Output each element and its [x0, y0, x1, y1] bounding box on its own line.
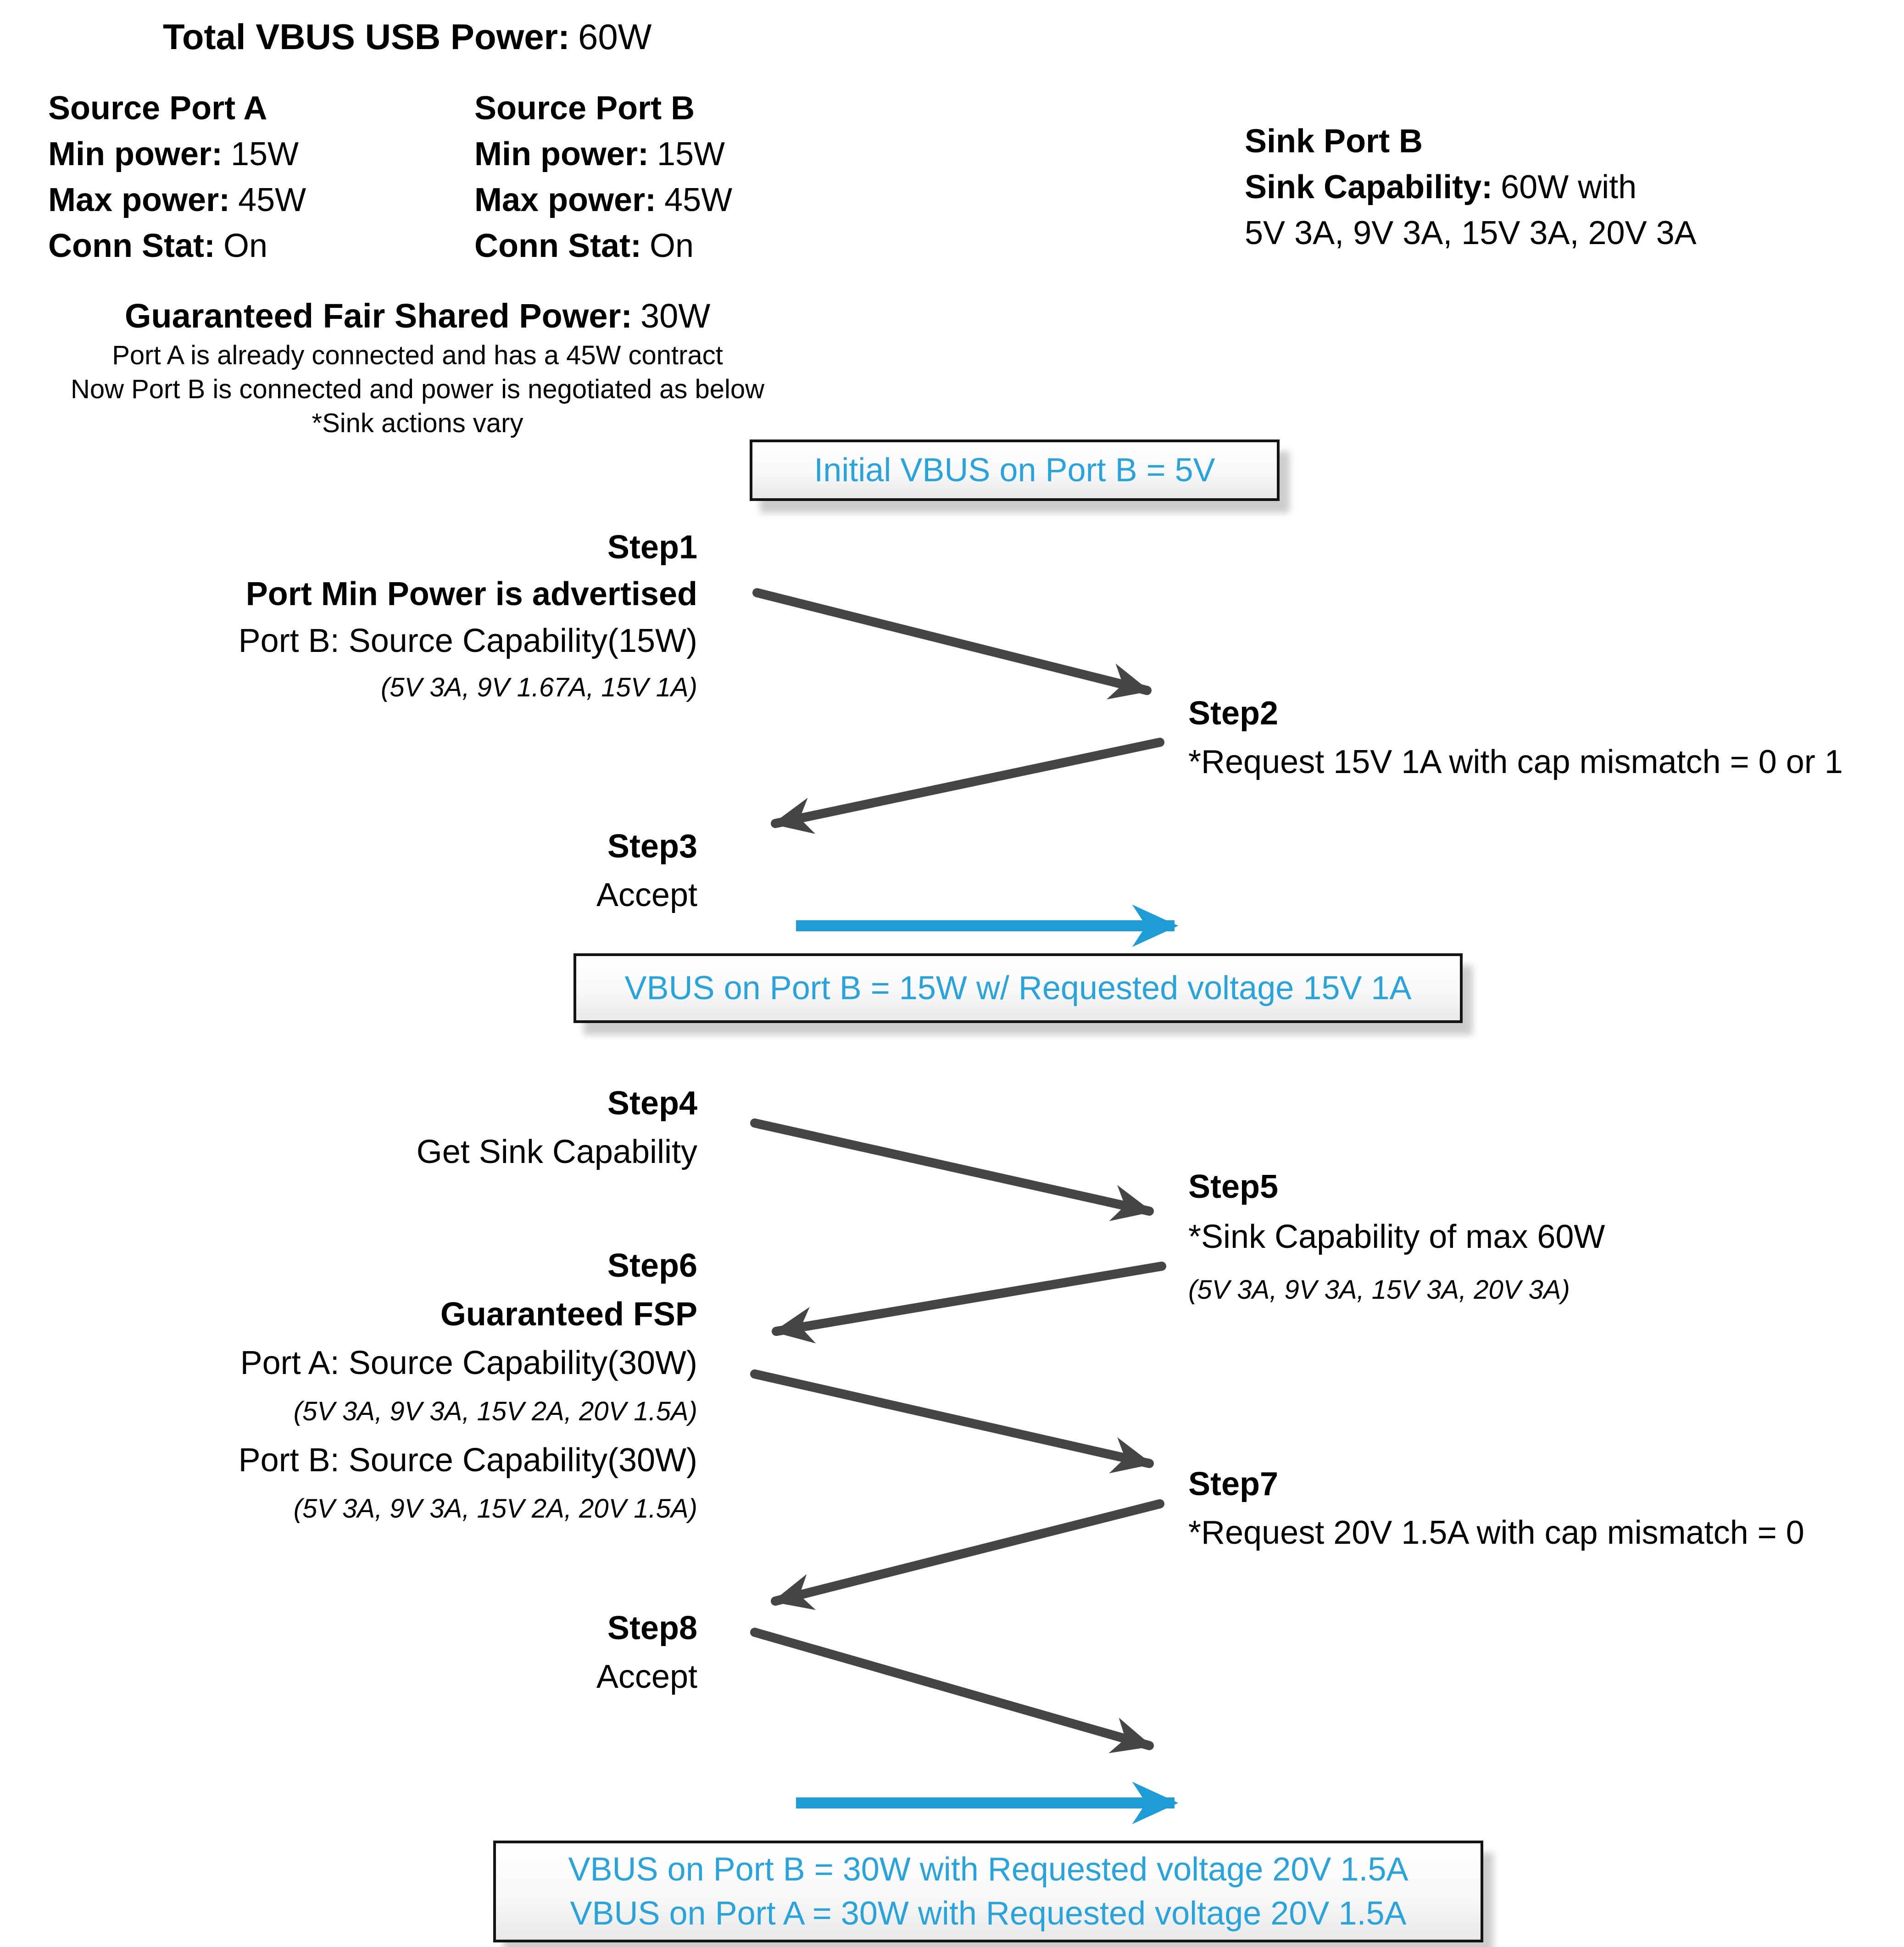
source-port-a-min-power: Min power:15W	[48, 136, 299, 172]
step5-detail: (5V 3A, 9V 3A, 15V 3A, 20V 3A)	[1188, 1275, 1570, 1305]
step1-block: Step1 Port Min Power is advertised Port …	[184, 524, 697, 711]
source-port-a-block: Source Port A Min power:15W Max power:45…	[48, 85, 306, 269]
step7-line: *Request 20V 1.5A with cap mismatch = 0	[1188, 1514, 1804, 1551]
final-vbus-banner: VBUS on Port B = 30W with Requested volt…	[493, 1841, 1483, 1942]
step8-title: Step8	[607, 1610, 697, 1647]
initial-vbus-banner: Initial VBUS on Port B = 5V	[750, 439, 1280, 501]
arrow-step2-to-step3-icon	[771, 738, 1164, 834]
step6-title: Step6	[607, 1247, 697, 1284]
page-title: Total VBUS USB Power:60W	[163, 14, 651, 60]
step1-detail: (5V 3A, 9V 1.67A, 15V 1A)	[381, 673, 697, 702]
fair-share-heading: Guaranteed Fair Shared Power:30W	[124, 297, 711, 335]
source-port-b-min-power: Min power:15W	[474, 136, 725, 172]
step7-title: Step7	[1188, 1466, 1279, 1502]
source-port-b-heading: Source Port B	[474, 90, 695, 127]
step2-title: Step2	[1188, 695, 1279, 732]
arrow-step1-to-step2-icon	[752, 588, 1152, 700]
step2-block: Step2 *Request 15V 1A with cap mismatch …	[1188, 689, 1904, 786]
step7-block: Step7 *Request 20V 1.5A with cap mismatc…	[1188, 1460, 1904, 1557]
arrow-step7-to-step8-icon	[771, 1499, 1164, 1610]
fair-share-note-1: Port A is already connected and has a 45…	[112, 340, 723, 370]
arrow-step5-to-step6-icon	[772, 1262, 1166, 1344]
step3-line: Accept	[596, 877, 697, 913]
step3-block: Step3 Accept	[184, 822, 697, 919]
step6-port-b-detail: (5V 3A, 9V 3A, 15V 2A, 20V 1.5A)	[293, 1494, 697, 1524]
initial-vbus-text: Initial VBUS on Port B = 5V	[814, 452, 1215, 489]
fair-share-note-3: *Sink actions vary	[312, 408, 523, 438]
step6-subtitle: Guaranteed FSP	[440, 1296, 697, 1333]
step5-line: *Sink Capability of max 60W	[1188, 1218, 1605, 1255]
source-port-a-max-power: Max power:45W	[48, 182, 306, 218]
step8-block: Step8 Accept	[184, 1604, 697, 1701]
fair-share-block: Guaranteed Fair Shared Power:30W Port A …	[14, 294, 821, 440]
source-port-b-max-power: Max power:45W	[474, 182, 733, 218]
sink-port-b-capability: Sink Capability:60W with	[1245, 169, 1637, 206]
title-value: 60W	[578, 17, 652, 57]
step1-line1: Port Min Power is advertised	[245, 576, 697, 612]
vbus-15w-banner: VBUS on Port B = 15W w/ Requested voltag…	[573, 953, 1463, 1023]
step4-block: Step4 Get Sink Capability	[184, 1079, 697, 1176]
source-port-b-conn-stat: Conn Stat:On	[474, 228, 694, 264]
step1-title: Step1	[607, 529, 697, 566]
arrow-step4-to-step5-icon	[750, 1118, 1154, 1221]
step6-block: Step6 Guaranteed FSP Port A: Source Capa…	[184, 1241, 697, 1533]
step4-line: Get Sink Capability	[416, 1134, 697, 1170]
step6-port-a-detail: (5V 3A, 9V 3A, 15V 2A, 20V 1.5A)	[293, 1396, 697, 1426]
step1-line2: Port B: Source Capability(15W)	[238, 623, 697, 659]
step5-block: Step5 *Sink Capability of max 60W (5V 3A…	[1188, 1163, 1605, 1317]
source-port-a-conn-stat: Conn Stat:On	[48, 228, 267, 264]
final-vbus-line-1: VBUS on Port B = 30W with Requested volt…	[568, 1851, 1409, 1888]
source-port-a-heading: Source Port A	[48, 90, 267, 127]
step6-port-a-line: Port A: Source Capability(30W)	[240, 1345, 697, 1381]
sink-port-b-capability-detail: 5V 3A, 9V 3A, 15V 3A, 20V 3A	[1245, 215, 1697, 251]
arrow-step8-out-icon	[750, 1628, 1154, 1753]
step6-port-b-line: Port B: Source Capability(30W)	[238, 1442, 697, 1479]
arrow-step6-to-step7-icon	[750, 1369, 1154, 1474]
sink-port-b-block: Sink Port B Sink Capability:60W with 5V …	[1245, 118, 1697, 256]
vbus-15w-text: VBUS on Port B = 15W w/ Requested voltag…	[624, 970, 1412, 1007]
step5-title: Step5	[1188, 1168, 1279, 1205]
final-vbus-line-2: VBUS on Port A = 30W with Requested volt…	[570, 1895, 1407, 1932]
step4-title: Step4	[607, 1085, 697, 1122]
title-label: Total VBUS USB Power:	[163, 17, 570, 57]
step3-title: Step3	[607, 828, 697, 865]
fair-share-note-2: Now Port B is connected and power is neg…	[70, 374, 765, 404]
step8-line: Accept	[596, 1658, 697, 1695]
sink-port-b-heading: Sink Port B	[1245, 123, 1423, 160]
source-port-b-block: Source Port B Min power:15W Max power:45…	[474, 85, 732, 269]
step2-line: *Request 15V 1A with cap mismatch = 0 or…	[1188, 744, 1843, 780]
